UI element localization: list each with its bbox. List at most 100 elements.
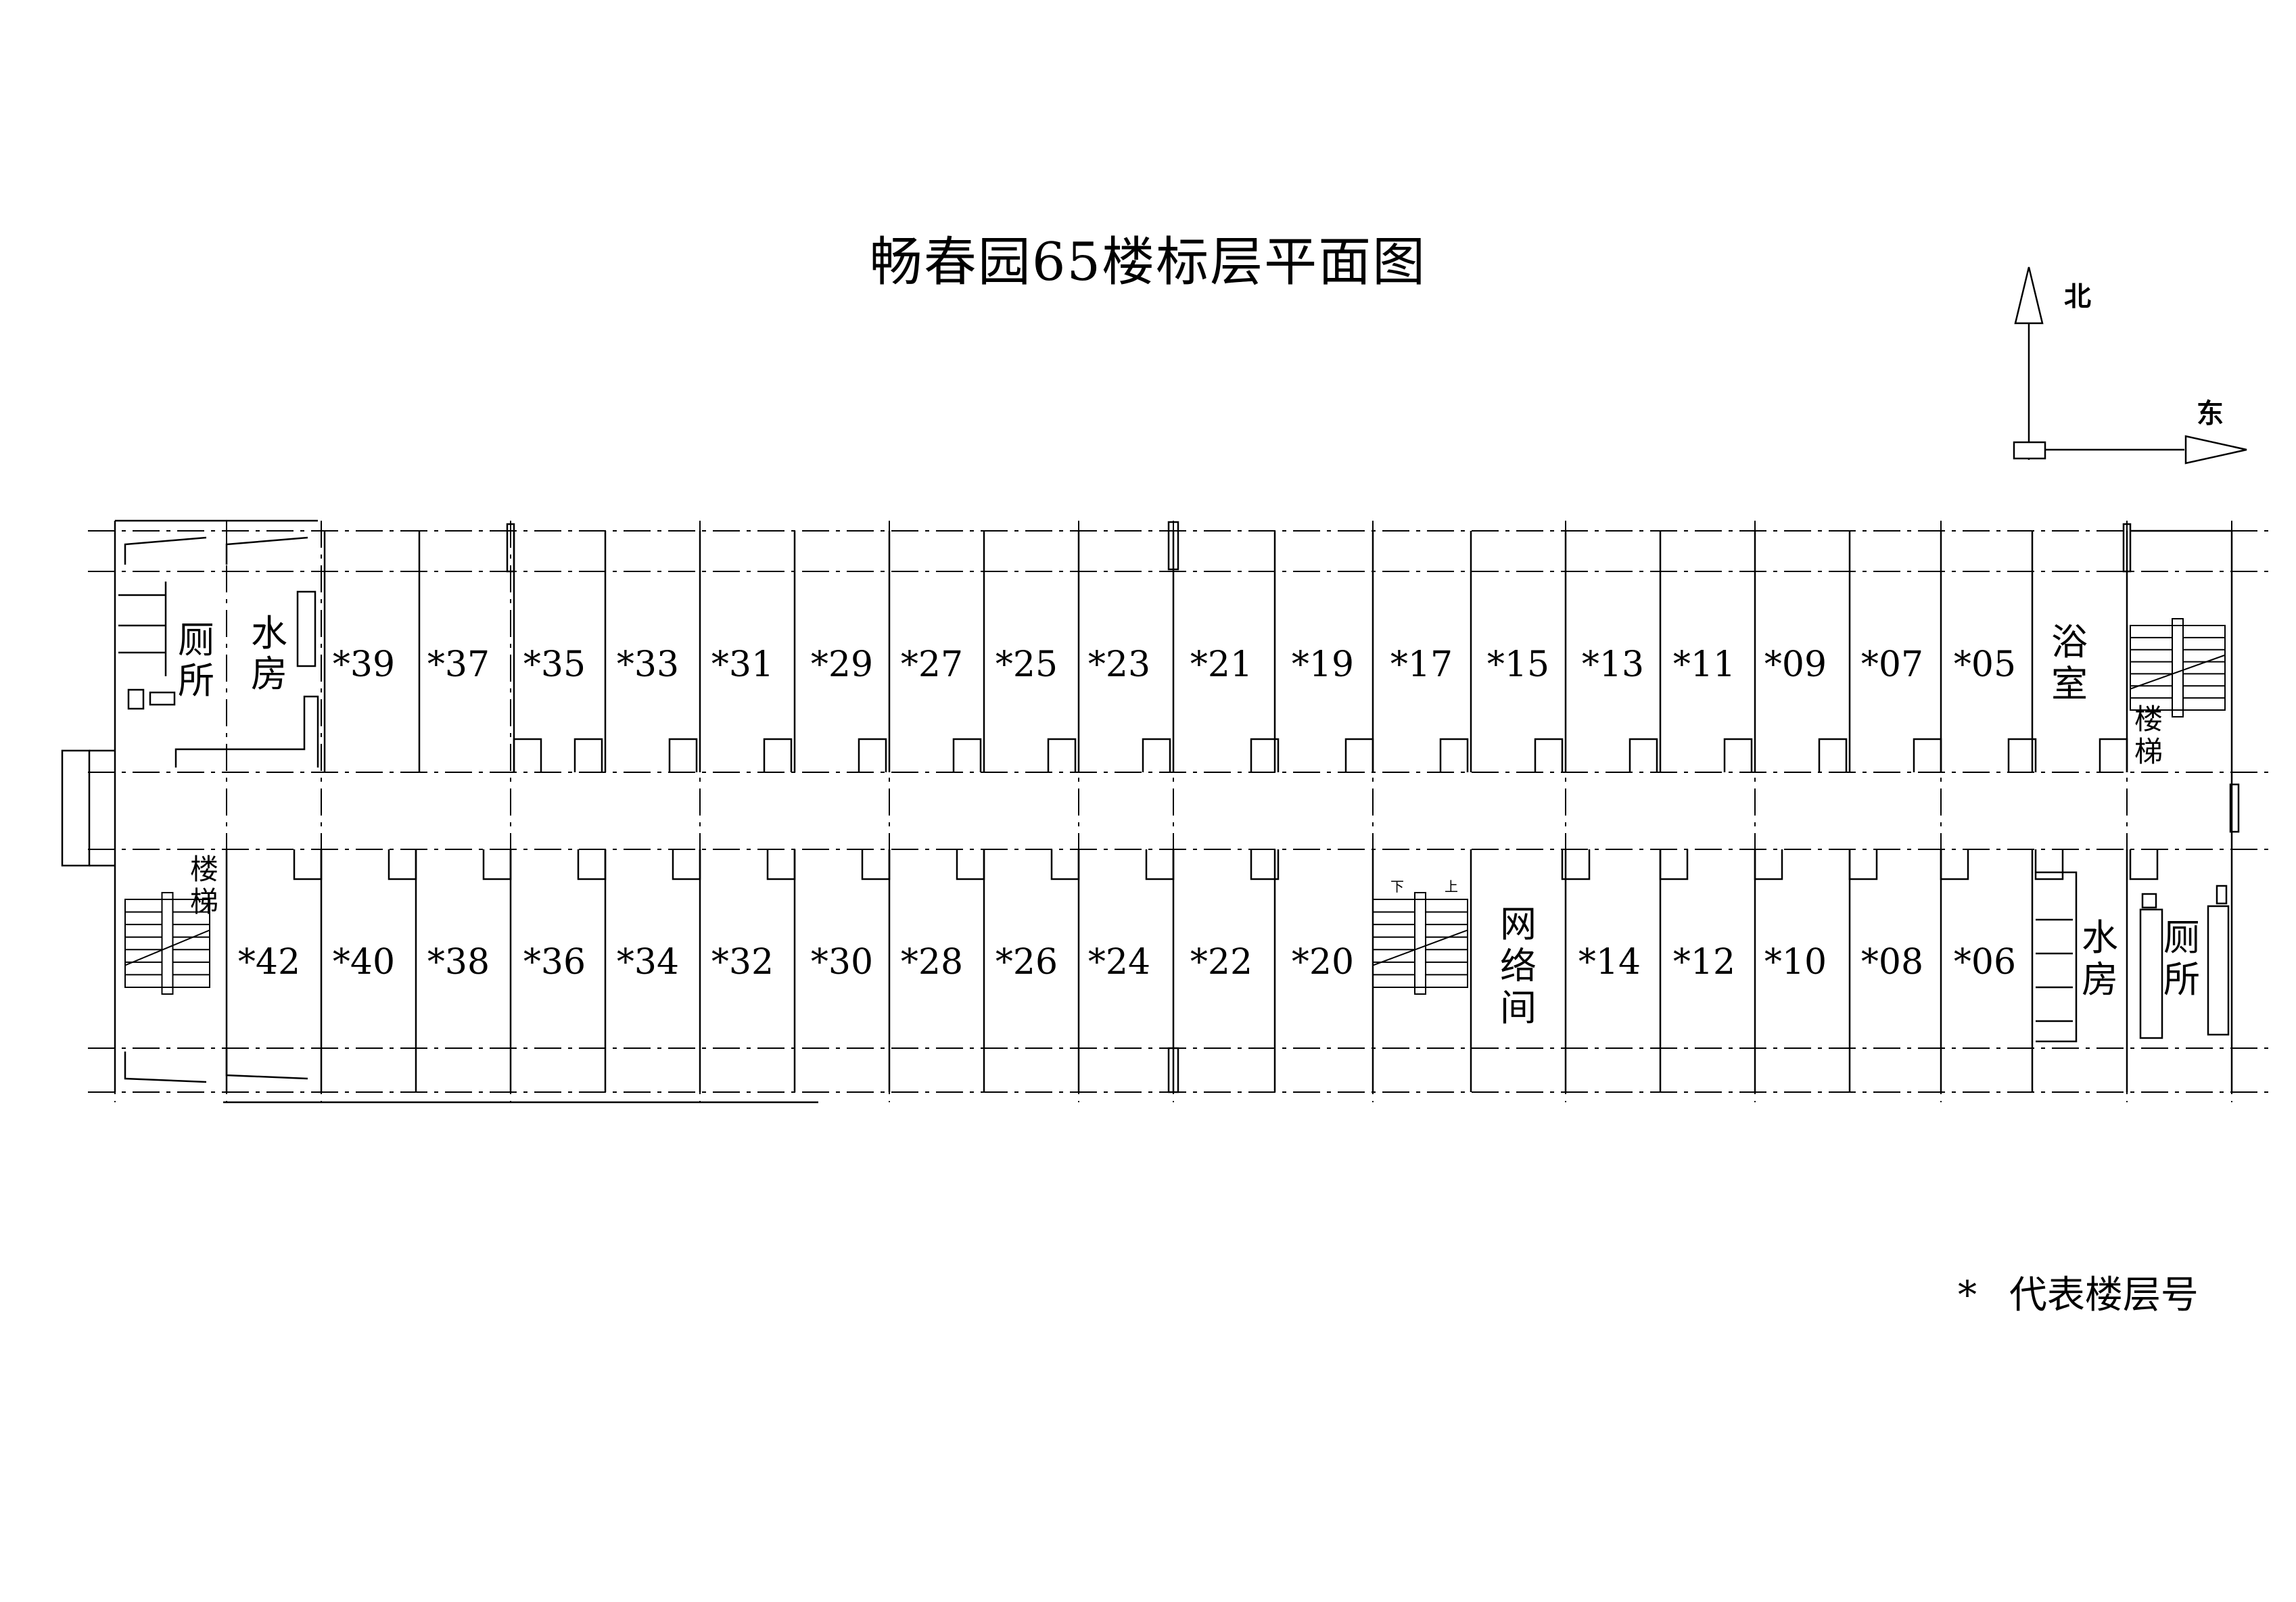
- bath-char-1: 浴: [2051, 621, 2088, 663]
- door-south: [672, 849, 701, 880]
- door-north: [1723, 738, 1753, 772]
- room-number-north: *19: [1292, 644, 1354, 685]
- room-number-south: *28: [901, 942, 963, 983]
- room-number-south: *20: [1292, 942, 1354, 983]
- door-north: [1344, 738, 1374, 772]
- toilet-fixture: [127, 688, 145, 710]
- toilet-east-fixture: [2216, 885, 2228, 905]
- door-south: [956, 849, 985, 880]
- bath-label: 浴 室: [2051, 621, 2088, 705]
- compass-east-label: 东: [2197, 398, 2224, 429]
- door-north: [858, 738, 887, 772]
- room-number-south: *22: [1190, 942, 1252, 983]
- room-number-south: *32: [711, 942, 774, 983]
- door-south: [293, 849, 323, 880]
- room-number-north: *13: [1582, 644, 1644, 685]
- water-east-char-2: 房: [2082, 958, 2118, 1001]
- room-number-north: *35: [523, 644, 586, 685]
- door-south: [1659, 849, 1689, 880]
- door-north: [1047, 738, 1077, 772]
- door-north: [513, 738, 542, 772]
- room-number-north: *17: [1390, 644, 1453, 685]
- network-char-3: 间: [1500, 987, 1537, 1029]
- staircases: [124, 618, 2226, 995]
- room-number-south: *06: [1954, 942, 2016, 983]
- door-south: [1940, 849, 1969, 880]
- column-marker: [2122, 523, 2132, 573]
- room-number-south: *24: [1088, 942, 1150, 983]
- door-south: [1848, 849, 1878, 880]
- south-room-numbers: *42*40*38*36*34*32*30*28*26*24*22*20*14*…: [238, 942, 2016, 983]
- door-north: [668, 738, 698, 772]
- compass-origin-icon: [2013, 441, 2046, 460]
- door-north: [1250, 738, 1280, 772]
- column-marker: [506, 523, 515, 573]
- stair-down-mark: 下: [1390, 878, 1404, 895]
- room-number-north: *15: [1487, 644, 1549, 685]
- column-marker: [1167, 1047, 1179, 1093]
- stair-network-icon: [1372, 892, 1468, 995]
- water-room-counter: [174, 695, 319, 768]
- north-arrow-icon: [2014, 266, 2044, 325]
- room-number-south: *40: [333, 942, 395, 983]
- column-marker: [2229, 783, 2240, 833]
- legend-symbol: *: [1958, 1273, 1977, 1317]
- water-west-char-2: 房: [251, 653, 287, 695]
- room-number-north: *05: [1954, 644, 2016, 685]
- window-bracket: [225, 536, 308, 565]
- stair-west-icon: [124, 892, 210, 995]
- room-number-north: *09: [1764, 644, 1827, 685]
- stairs-east-label: 楼 梯: [2134, 703, 2163, 768]
- stairs-west-char-2: 梯: [190, 885, 218, 918]
- stairs-east-char-1: 楼: [2134, 703, 2163, 736]
- toilet-west-label: 厕 所: [178, 619, 214, 702]
- room-number-north: *27: [901, 644, 963, 685]
- door-north: [1818, 738, 1848, 772]
- room-number-south: *12: [1673, 942, 1735, 983]
- water-west-label: 水 房: [251, 612, 287, 695]
- room-number-south: *10: [1764, 942, 1827, 983]
- network-char-2: 络: [1500, 945, 1537, 987]
- toilet-west-char-1: 厕: [178, 619, 214, 661]
- door-south: [1561, 849, 1591, 880]
- legend-text: 代表楼层号: [2009, 1273, 2199, 1317]
- room-number-south: *08: [1861, 942, 1923, 983]
- room-number-south: *42: [238, 942, 300, 983]
- room-number-north: *37: [427, 644, 490, 685]
- door-south: [1250, 849, 1280, 880]
- door-north: [1439, 738, 1469, 772]
- door-south: [577, 849, 607, 880]
- stair-up-mark: 上: [1445, 878, 1458, 895]
- toilet-east-fixture: [2139, 908, 2163, 1039]
- window-bracket: [124, 536, 207, 565]
- toilet-west-char-2: 所: [178, 659, 214, 702]
- room-number-south: *34: [617, 942, 679, 983]
- door-north: [573, 738, 603, 772]
- east-arrow-icon: [2184, 435, 2247, 465]
- bath-char-2: 室: [2051, 663, 2088, 705]
- north-room-numbers: *39*37*35*33*31*29*27*25*23*21*19*17*15*…: [333, 644, 2016, 685]
- door-south: [482, 849, 512, 880]
- room-number-north: *23: [1088, 644, 1150, 685]
- door-south: [861, 849, 891, 880]
- compass-north-label: 北: [2064, 281, 2091, 312]
- room-number-south: *30: [811, 942, 873, 983]
- door-north: [1913, 738, 1942, 772]
- door-north: [2099, 738, 2128, 772]
- room-number-north: *29: [811, 644, 873, 685]
- room-number-south: *36: [523, 942, 586, 983]
- toilet-east-fixture: [2141, 893, 2157, 909]
- toilet-fixture: [149, 691, 176, 706]
- door-north: [1534, 738, 1564, 772]
- room-number-north: *39: [333, 644, 395, 685]
- stairs-west-char-1: 楼: [190, 853, 218, 886]
- door-south: [2129, 849, 2159, 880]
- room-number-north: *31: [711, 644, 774, 685]
- toilet-east-fixture: [2207, 905, 2230, 1036]
- stairs-west-label: 楼 梯: [190, 853, 218, 918]
- network-char-1: 网: [1500, 903, 1537, 945]
- toilet-east-label: 厕 所: [2163, 916, 2200, 1001]
- window-bracket: [124, 1052, 207, 1083]
- window-bracket: [225, 1048, 308, 1080]
- water-east-label: 水 房: [2082, 916, 2118, 1001]
